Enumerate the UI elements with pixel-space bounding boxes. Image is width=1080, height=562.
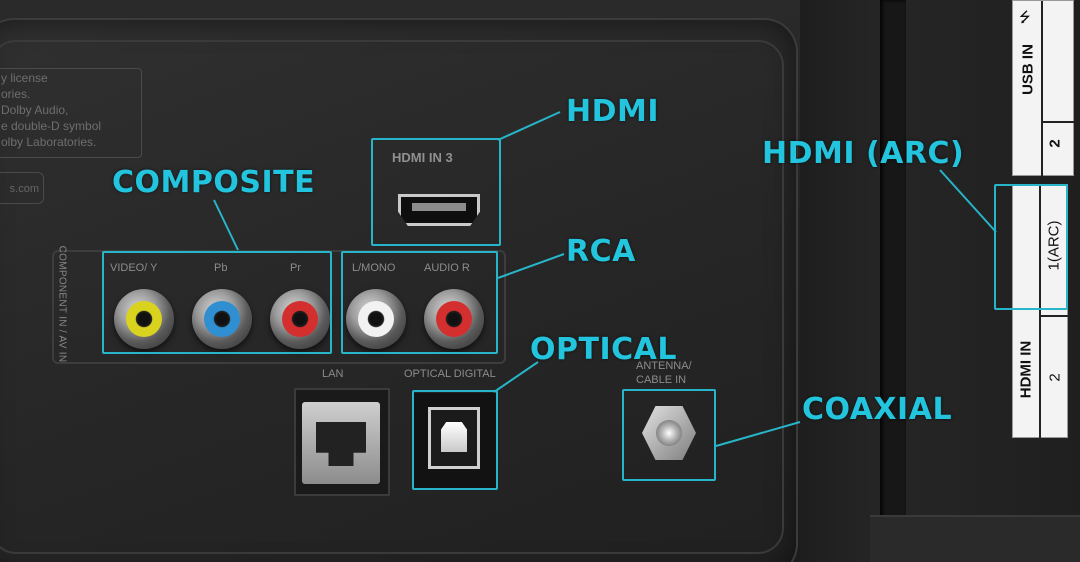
usb-label-panel: USB IN 2 ⭍ <box>1012 0 1075 177</box>
pb-label: Pb <box>214 262 228 274</box>
rear-panel-border <box>0 40 784 554</box>
coaxial-callout-label: COAXIAL <box>802 392 953 427</box>
composite-callout-box <box>102 251 332 354</box>
hdmi-callout-line <box>497 111 561 141</box>
optical-port-door <box>441 422 467 452</box>
license-line: ories. <box>1 87 31 101</box>
pr-jack <box>270 289 330 349</box>
hdmi-in-3-label: HDMI IN 3 <box>392 150 453 165</box>
hdmi-port <box>394 190 484 232</box>
hdmi-arc-callout-line <box>939 169 997 233</box>
composite-callout-line <box>213 199 239 251</box>
optical-digital-label: OPTICAL DIGITAL <box>404 368 496 380</box>
pr-label: Pr <box>290 262 301 274</box>
hdmi-arc-callout-label: HDMI (ARC) <box>762 136 965 171</box>
hdmi-side-label-panel: HDMI IN 1(ARC) 2 <box>1012 184 1069 439</box>
cable-in-label: CABLE IN <box>636 374 687 386</box>
rca-callout-line <box>497 253 565 279</box>
usb-icon: ⭍ <box>1019 10 1031 26</box>
license-line: e double-D symbol <box>1 119 102 133</box>
lan-label: LAN <box>322 368 344 380</box>
website-label: s.com <box>0 172 44 204</box>
audio-right-jack <box>424 289 484 349</box>
composite-callout-label: COMPOSITE <box>112 165 316 200</box>
l-mono-label: L/MONO <box>352 262 396 274</box>
coaxial-callout-line <box>715 421 801 447</box>
license-line: y license <box>1 71 48 85</box>
license-line: Dolby Audio, <box>1 103 69 117</box>
optical-port-frame <box>428 407 480 469</box>
coaxial-port-center <box>656 420 682 446</box>
coaxial-port <box>624 392 714 478</box>
antenna-label: ANTENNA/ <box>636 360 692 372</box>
video-jack <box>114 289 174 349</box>
hdmi-port-tongue <box>412 203 466 211</box>
hdmi-callout-label: HDMI <box>566 94 660 129</box>
hdmi-arc-callout-box <box>994 184 1068 310</box>
coaxial-callout-box <box>622 389 716 481</box>
side-rail <box>880 0 906 562</box>
license-label: y license ories. Dolby Audio, e double-D… <box>0 68 142 158</box>
audio-left-jack <box>346 289 406 349</box>
rca-callout-box <box>341 251 498 354</box>
lan-port-shield <box>302 402 380 484</box>
video-y-label: VIDEO/ Y <box>110 262 158 274</box>
side-bottom-edge <box>870 515 1080 562</box>
optical-callout-line <box>493 361 539 393</box>
optical-port <box>414 393 496 489</box>
pb-jack <box>192 289 252 349</box>
optical-callout-label: OPTICAL <box>530 332 677 367</box>
audio-r-label: AUDIO R <box>424 262 470 274</box>
lan-port <box>294 388 390 496</box>
optical-callout-box <box>412 390 498 490</box>
license-line: olby Laboratories. <box>1 135 97 149</box>
hdmi-callout-box <box>371 138 501 246</box>
rca-callout-label: RCA <box>566 234 636 269</box>
